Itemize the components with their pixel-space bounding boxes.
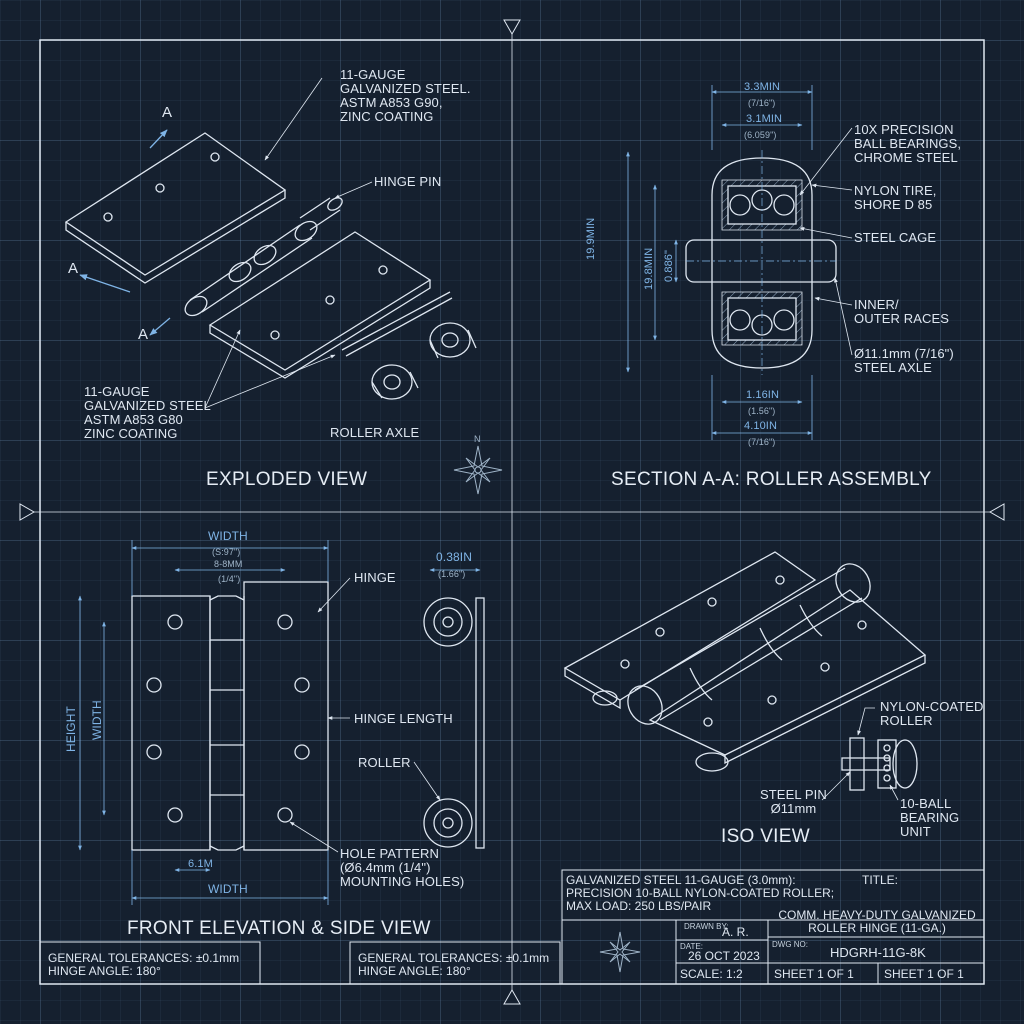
front-view-title: FRONT ELEVATION & SIDE VIEW <box>127 918 431 939</box>
tolerance-note-2: GENERAL TOLERANCES: ±0.1mm HINGE ANGLE: … <box>358 951 550 978</box>
bottom-leaf-plate <box>208 231 432 371</box>
roller-axle-label: ROLLER AXLE <box>330 425 420 440</box>
side-dim-label: 0.38IN <box>436 550 472 564</box>
iso-left-leaf <box>563 551 817 701</box>
section-mark-top: A <box>162 104 173 121</box>
drawn-by-label: DRAWN BY: <box>684 922 729 931</box>
exploded-view <box>64 77 477 409</box>
front-width-top: WIDTH <box>208 529 248 543</box>
section-view <box>685 150 837 375</box>
hinge-label: HINGE <box>354 570 396 585</box>
section-leaders <box>799 127 853 356</box>
bearing-unit-label: 10-BALL BEARING UNIT <box>900 796 960 839</box>
cage-label: STEEL CAGE <box>854 230 937 245</box>
dwg-label: DWG NO: <box>772 940 808 949</box>
top-leaf-plate <box>64 132 287 276</box>
hole-pattern-label: HOLE PATTERN (Ø6.4mm (1/4") MOUNTING HOL… <box>340 846 465 889</box>
sheet-value-2: SHEET 1 OF 1 <box>884 967 964 981</box>
drawing-border <box>19 19 1005 1005</box>
front-height-label: HEIGHT <box>64 706 78 752</box>
iso-view <box>563 551 927 791</box>
spec-note: GALVANIZED STEEL 11-GAUGE (3.0mm): PRECI… <box>566 873 835 913</box>
section-dim-top-2: 3.1MIN <box>746 113 783 125</box>
section-dim-left-1: 19.9MIN <box>585 217 597 260</box>
front-dimensions <box>78 540 481 905</box>
section-dim-bot-1: 1.16IN <box>746 389 780 401</box>
tire-label: NYLON TIRE, SHORE D 85 <box>854 183 937 212</box>
title-label: TITLE: <box>862 873 899 887</box>
scale-value: SCALE: 1:2 <box>680 967 743 981</box>
dwg-value: HDGRH-11G-8K <box>830 945 926 960</box>
title-block-compass-icon <box>599 931 641 973</box>
iso-leaders <box>821 707 899 801</box>
roller-axle-drawing <box>341 291 453 357</box>
compass-rose-icon <box>453 445 503 495</box>
sheet-value-1: SHEET 1 OF 1 <box>774 967 854 981</box>
right-leaf <box>243 581 329 851</box>
side-dim-sub: (1.66") <box>438 569 466 579</box>
drawn-by-value: A. R. <box>722 925 749 939</box>
front-width-sub-1: (S:97") <box>212 547 241 557</box>
section-dim-bot-2-sub: (7/16") <box>748 437 776 447</box>
section-dim-left-3: 0.886" <box>663 249 675 282</box>
steel-label-top: 11-GAUGE GALVANIZED STEEL. ASTM A853 G90… <box>340 67 471 124</box>
section-dim-top-2-sub: (6.059") <box>744 130 777 140</box>
nylon-tire-outline <box>711 157 813 369</box>
steel-pin-label: STEEL PIN Ø11mm <box>760 787 827 816</box>
front-elevation <box>131 581 329 851</box>
nylon-roller-label: NYLON-COATED ROLLER <box>880 699 984 728</box>
side-view <box>423 597 485 849</box>
drawing-title: COMM. HEAVY-DUTY GALVANIZED ROLLER HINGE… <box>778 908 976 935</box>
date-label: DATE: <box>680 942 703 951</box>
front-width-sub-2: 8-8MM <box>214 559 243 569</box>
axle-label: Ø11.1mm (7/16") STEEL AXLE <box>854 346 954 375</box>
exploded-view-title: EXPLODED VIEW <box>206 469 368 490</box>
front-width-side-label: WIDTH <box>90 700 104 740</box>
title-block-lines <box>39 869 985 985</box>
tolerance-note-1: GENERAL TOLERANCES: ±0.1mm HINGE ANGLE: … <box>48 951 240 978</box>
hinge-pin-label: HINGE PIN <box>374 174 442 189</box>
front-leaders <box>289 577 441 853</box>
section-dim-bot-2: 4.10IN <box>744 420 778 432</box>
roller-label: ROLLER <box>358 755 411 770</box>
iso-barrel <box>634 567 863 721</box>
hinge-length-label: HINGE LENGTH <box>354 711 453 726</box>
hinge-pin-drawing <box>299 197 341 231</box>
left-leaf <box>131 595 211 851</box>
section-mark-left: A <box>68 260 79 277</box>
compass-north-label: N <box>474 434 481 444</box>
front-width-sub-3: (1/4") <box>218 574 241 584</box>
knuckles <box>209 596 245 850</box>
iso-detail-roller <box>841 737 918 791</box>
date-value: 26 OCT 2023 <box>688 949 760 963</box>
front-dim-bottom: 6.1M <box>188 858 213 870</box>
section-mark-bottom: A <box>138 326 149 343</box>
section-view-title: SECTION A-A: ROLLER ASSEMBLY <box>611 469 932 490</box>
races-label: INNER/ OUTER RACES <box>854 297 950 326</box>
front-width-bottom: WIDTH <box>208 882 248 896</box>
iso-right-leaf <box>648 589 927 756</box>
bearings-label: 10X PRECISION BALL BEARINGS, CHROME STEE… <box>854 122 962 165</box>
steel-label-bottom: 11-GAUGE GALVANIZED STEEL ASTM A853 G80 … <box>84 384 211 441</box>
section-dim-top-1-sub: (7/16") <box>748 98 776 108</box>
iso-view-title: ISO VIEW <box>721 826 810 847</box>
section-dim-bot-1-sub: (1.56") <box>748 406 776 416</box>
section-dim-top-1: 3.3MIN <box>744 81 781 93</box>
section-dim-left-2: 19.8MIN <box>643 247 655 290</box>
section-dimensions <box>626 85 813 440</box>
